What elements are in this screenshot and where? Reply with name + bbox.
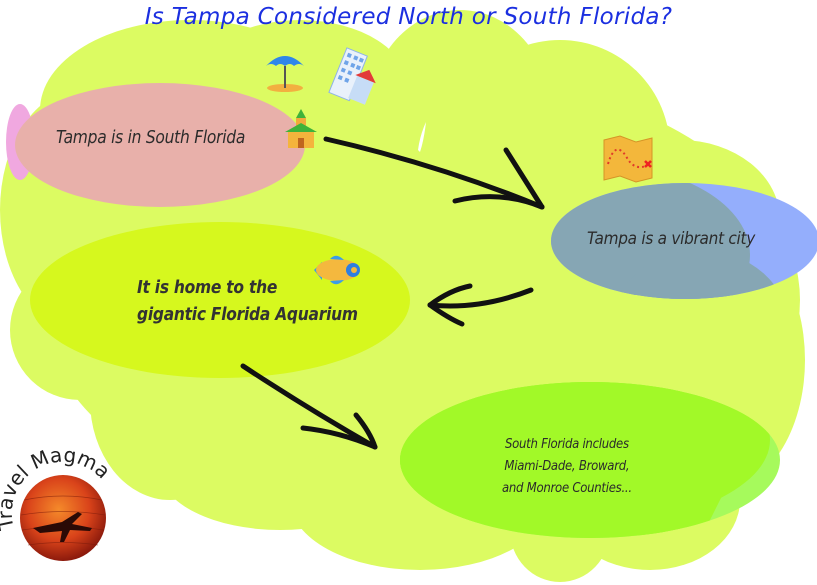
arrow-south-florida-to-vibrant-city xyxy=(323,136,545,210)
node-counties-line: Miami-Dade, Broward, xyxy=(504,459,630,474)
arrow-vibrant-city-to-aquarium xyxy=(427,283,534,327)
arrow-aquarium-to-counties xyxy=(240,363,378,450)
treasure-map-icon xyxy=(603,135,653,183)
cloud-notch xyxy=(418,122,426,152)
node-counties-line: South Florida includes xyxy=(504,437,629,452)
node-aquarium-line: It is home to the xyxy=(137,277,278,298)
beach-umbrella-icon xyxy=(266,56,304,92)
node-aquarium-line: gigantic Florida Aquarium xyxy=(137,304,358,325)
node-aquarium-text: It is home to the gigantic Florida Aquar… xyxy=(137,274,358,328)
node-south-florida-text: Tampa is in South Florida xyxy=(56,127,246,148)
travel-magma-logo: Travel Magma xyxy=(0,443,115,561)
fish-icon xyxy=(314,255,360,285)
node-counties-line: and Monroe Counties... xyxy=(502,481,632,496)
node-aquarium-shape xyxy=(30,222,410,378)
node-counties-text: South Florida includes Miami-Dade, Browa… xyxy=(502,434,632,500)
hotel-building-icon xyxy=(328,47,376,105)
church-icon xyxy=(285,109,317,148)
node-south-florida-shape xyxy=(15,83,305,207)
node-vibrant-city-text: Tampa is a vibrant city xyxy=(587,229,756,249)
diagram-title: Is Tampa Considered North or South Flori… xyxy=(144,4,673,30)
